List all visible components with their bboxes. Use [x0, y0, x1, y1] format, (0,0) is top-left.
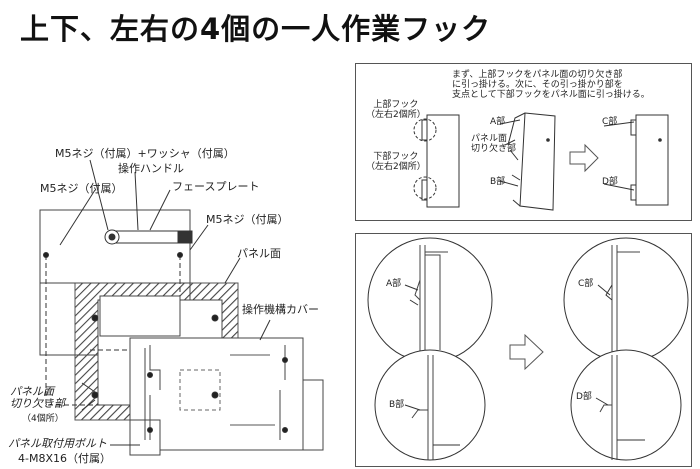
face-plate-label: フェースプレート: [172, 180, 260, 193]
hook-procedure-drawing: [413, 112, 669, 211]
part-a-label-top: A部: [490, 117, 506, 127]
detail-circle-b: [374, 349, 486, 461]
operation-handle-drawing: [104, 229, 193, 245]
m5-screw-washer-label: M5ネジ（付属）+ワッシャ（付属）: [55, 147, 235, 160]
detail-circle-d: [570, 349, 682, 461]
lower-hook-label: 下部フック （左右2個所）: [366, 152, 426, 172]
bolt-spec-label: 4-M8X16（付属）: [18, 452, 111, 465]
detail-circle-a: [367, 237, 493, 363]
panel-surface-label: パネル面: [237, 247, 281, 260]
instruction-text: まず、上部フックをパネル面の切り欠き部 に引っ掛ける。次に、その引っ掛かり部を …: [452, 70, 650, 100]
part-b-label-detail: B部: [389, 400, 405, 410]
arrow-icon-2: [509, 333, 544, 371]
part-c-label-detail: C部: [578, 279, 594, 289]
left-assembly-drawing: [39, 159, 324, 456]
part-a-label-detail: A部: [386, 279, 402, 289]
hook-detail-drawing: [367, 237, 689, 461]
mount-bolt-label: パネル取付用ボルト: [8, 437, 107, 450]
upper-hook-label: 上部フック （左右2個所）: [366, 100, 426, 120]
part-d-label-detail: D部: [576, 392, 592, 402]
arrow-icon: [569, 143, 599, 173]
part-d-label-top: D部: [602, 177, 618, 187]
mechanism-cover-label: 操作機構カバー: [242, 303, 319, 316]
operation-handle-label: 操作ハンドル: [118, 162, 184, 175]
panel-cutout-label-top: パネル面 切り欠き部: [471, 134, 517, 154]
m5-screw-left-label: M5ネジ（付属）: [40, 182, 123, 195]
m5-screw-right-label: M5ネジ（付属）: [206, 213, 289, 226]
part-b-label-top: B部: [490, 177, 506, 187]
part-c-label-top: C部: [602, 117, 618, 127]
detail-circle-c: [563, 237, 689, 363]
page-title: 上下、左右の4個の一人作業フック: [20, 12, 492, 46]
panel-cutout-label: パネル面 切り欠き部: [10, 385, 65, 410]
cutout-count-label: （4個所）: [22, 414, 64, 424]
